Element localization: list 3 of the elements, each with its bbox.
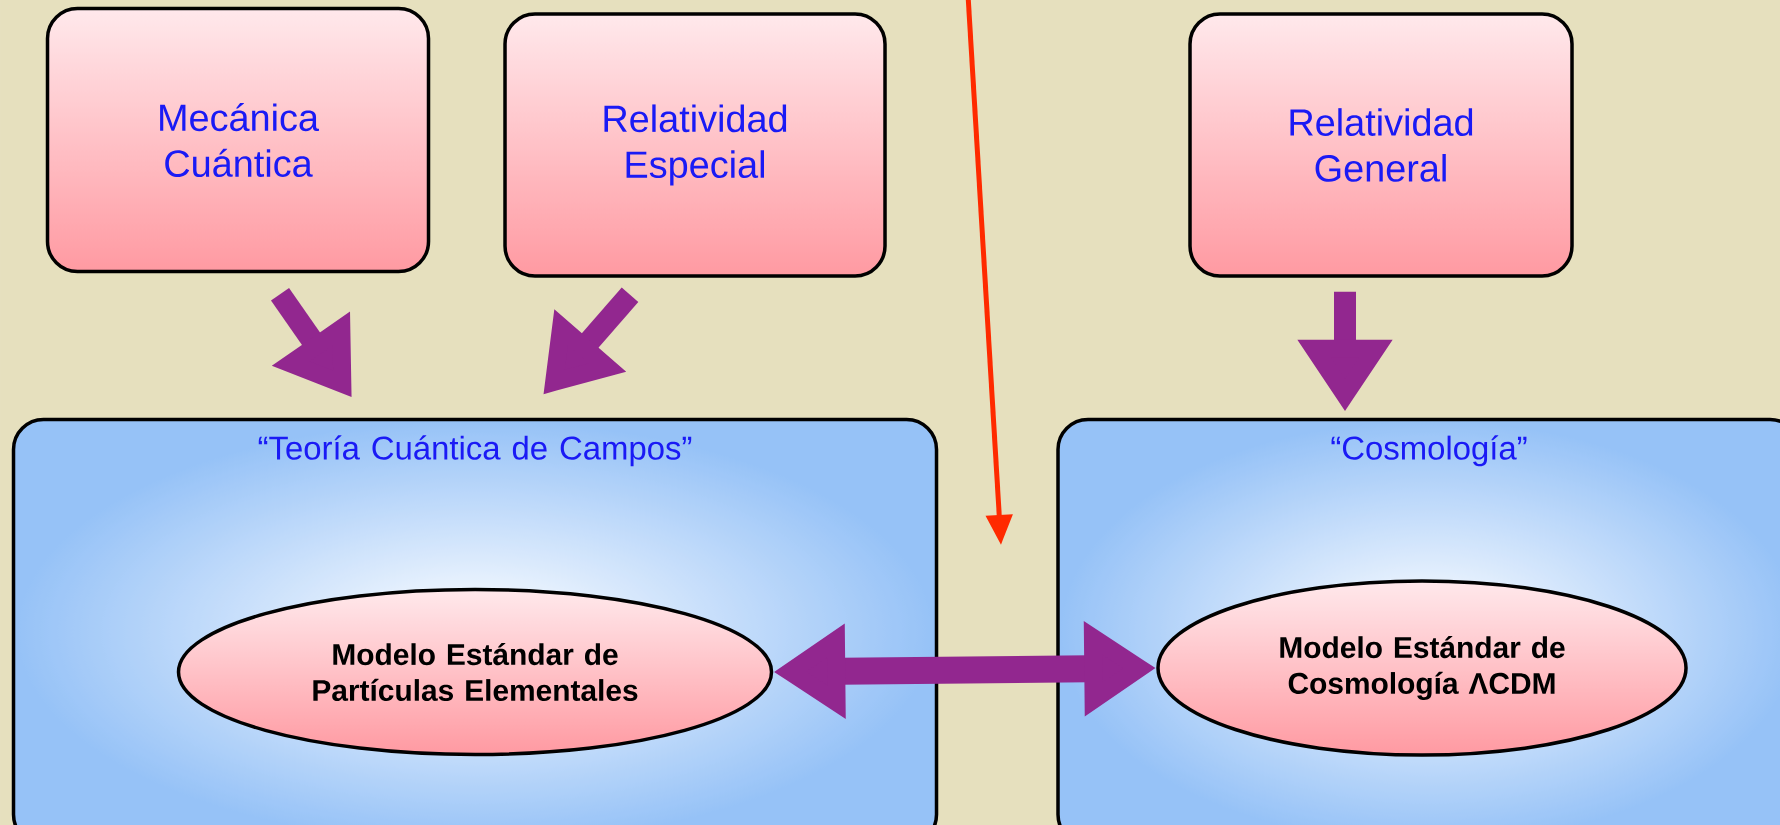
box: Relatividad General (1188, 12, 1574, 278)
box: Mecánica Cuántica (45, 6, 431, 274)
box: Relatividad Especial (503, 12, 887, 278)
